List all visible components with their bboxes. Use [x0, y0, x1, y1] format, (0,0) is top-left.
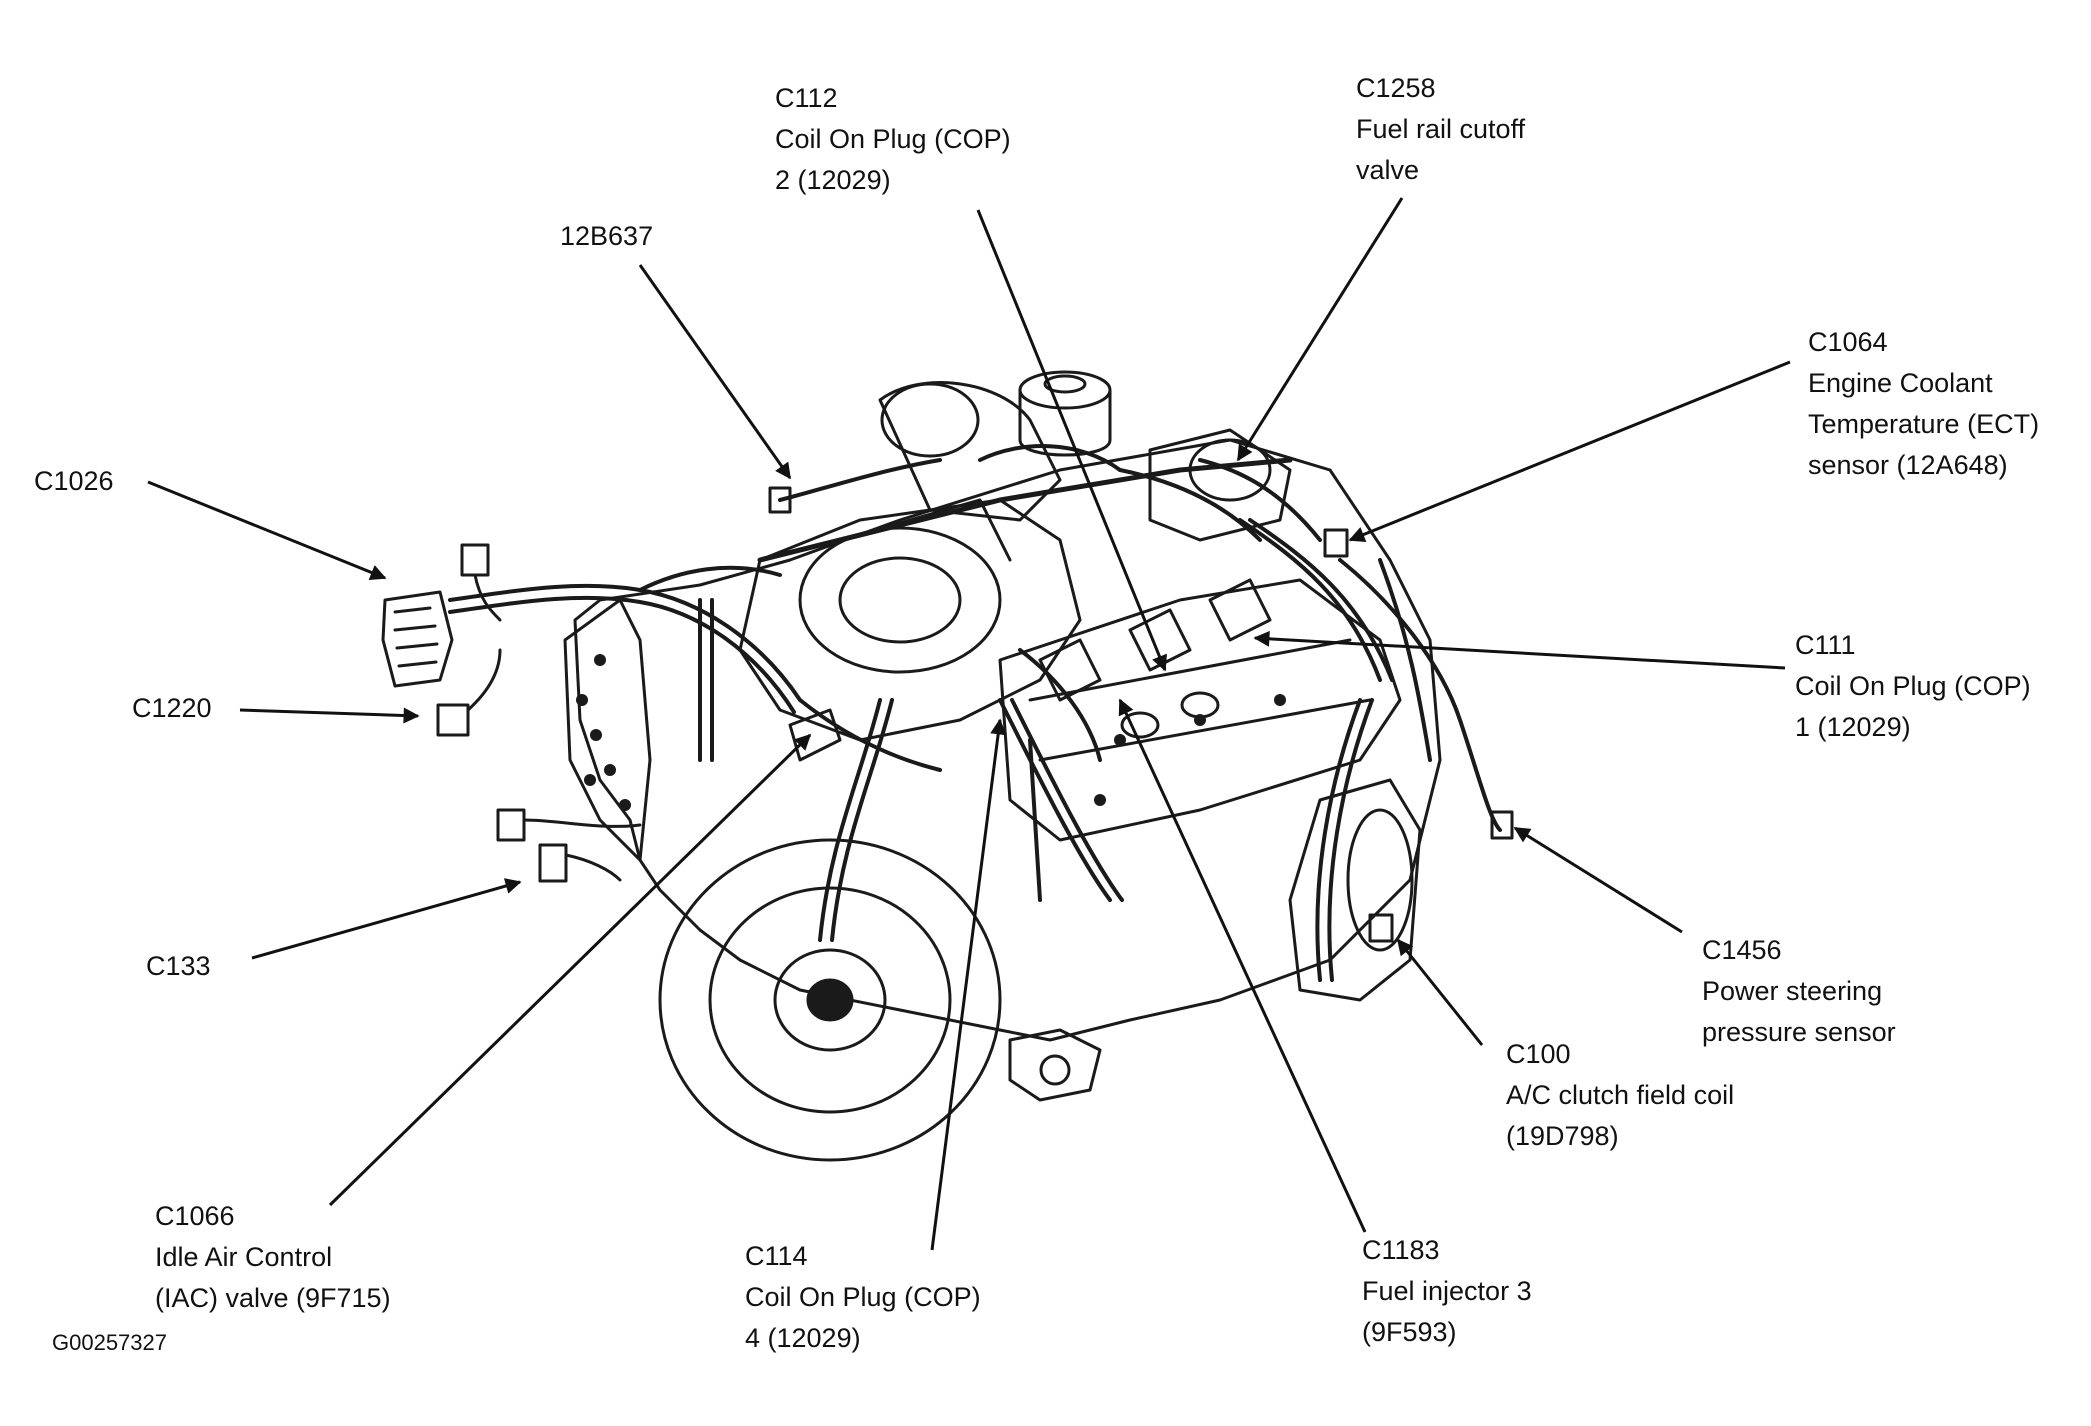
leader-c1066	[328, 733, 812, 1207]
callout-c1258-line2: Fuel rail cutoff	[1356, 114, 1526, 144]
callout-c112-line2: Coil On Plug (COP)	[775, 124, 1011, 154]
leader-c1456	[1513, 826, 1683, 934]
callout-c133: C133	[146, 946, 211, 987]
callout-c133-line1: C133	[146, 951, 211, 981]
leader-c1064	[1348, 360, 1791, 543]
valve-cover-bolts	[1094, 694, 1286, 806]
callout-c1258-line3: valve	[1356, 155, 1420, 185]
callout-c1026: C1026	[34, 461, 114, 502]
callout-c111-line1: C111	[1795, 630, 1856, 660]
callout-c1064: C1064 Engine Coolant Temperature (ECT) s…	[1808, 322, 2039, 486]
callout-c1066-line3: (IAC) valve (9F715)	[155, 1283, 391, 1313]
callout-c1456-line1: C1456	[1702, 935, 1782, 965]
callout-c1026-line1: C1026	[34, 466, 114, 496]
callout-c1183-line2: Fuel injector 3	[1362, 1276, 1532, 1306]
harness-connectors	[381, 486, 1514, 943]
ac-compressor	[1288, 778, 1422, 1002]
callout-c1220-line1: C1220	[132, 693, 212, 723]
leader-lines	[147, 197, 1791, 1251]
callout-c1220: C1220	[132, 688, 212, 729]
valve-cover-right	[998, 578, 1402, 842]
callout-c112: C112 Coil On Plug (COP) 2 (12029)	[775, 78, 1011, 201]
leader-c112	[976, 209, 1167, 672]
pcv-cylinder	[1018, 388, 1112, 457]
callout-12b637-line1: 12B637	[560, 221, 654, 251]
leader-c1258	[1236, 197, 1404, 462]
callout-c1064-line2: Engine Coolant	[1808, 368, 1993, 398]
coil-packs	[1038, 578, 1272, 739]
callout-c114-line2: Coil On Plug (COP)	[745, 1282, 981, 1312]
air-intake-tube	[878, 381, 1062, 522]
leader-c1026	[147, 480, 387, 581]
callout-c1064-line1: C1064	[1808, 327, 1888, 357]
callout-c1258-line1: C1258	[1356, 73, 1436, 103]
callout-c1183-line1: C1183	[1362, 1235, 1440, 1265]
leader-c133	[251, 878, 522, 960]
callout-c1456-line2: Power steering	[1702, 976, 1883, 1006]
wiring-harness	[448, 444, 1502, 982]
callout-c114: C114 Coil On Plug (COP) 4 (12029)	[745, 1236, 981, 1359]
timing-cover	[563, 598, 652, 862]
callout-c112-line3: 2 (12029)	[775, 165, 891, 195]
callout-c111-line2: Coil On Plug (COP)	[1795, 671, 2031, 701]
callout-c1064-line4: sensor (12A648)	[1808, 450, 2008, 480]
engine-block	[573, 438, 1442, 1042]
leader-c1220	[239, 707, 420, 724]
leader-c100	[1396, 938, 1484, 1046]
leader-12b637	[638, 264, 792, 480]
cover-bolts	[576, 654, 631, 811]
callout-c1066-line1: C1066	[155, 1201, 235, 1231]
figure-id: G00257327	[52, 1330, 167, 1355]
callout-c100-line2: A/C clutch field coil	[1506, 1080, 1735, 1110]
callout-12b637: 12B637	[560, 216, 653, 257]
callout-c100: C100 A/C clutch field coil (19D798)	[1506, 1034, 1734, 1157]
callout-c100-line3: (19D798)	[1506, 1121, 1619, 1151]
callout-c111: C111 Coil On Plug (COP) 1 (12029)	[1795, 625, 2031, 748]
crank-pulley	[658, 838, 1002, 1162]
callout-c1456-line3: pressure sensor	[1702, 1017, 1896, 1047]
leader-c114	[930, 718, 1007, 1251]
lower-mount	[1008, 1028, 1102, 1102]
callout-c1183-line3: (9F593)	[1362, 1317, 1457, 1347]
callout-c111-line3: 1 (12029)	[1795, 712, 1911, 742]
callout-c1064-line3: Temperature (ECT)	[1808, 409, 2040, 439]
fuel-rail	[757, 457, 1293, 563]
callout-c1066: C1066 Idle Air Control (IAC) valve (9F71…	[155, 1196, 391, 1319]
callout-c1066-line2: Idle Air Control	[155, 1242, 333, 1272]
callout-c112-line1: C112	[775, 83, 838, 113]
callout-c1183: C1183 Fuel injector 3 (9F593)	[1362, 1230, 1532, 1353]
callout-c1258: C1258 Fuel rail cutoff valve	[1356, 68, 1525, 191]
leader-c1183	[1118, 698, 1367, 1233]
callout-c114-line3: 4 (12029)	[745, 1323, 861, 1353]
engine-illustration	[381, 370, 1514, 1162]
leader-c111	[1253, 630, 1786, 670]
callout-c100-line1: C100	[1506, 1039, 1571, 1069]
callout-c1456: C1456 Power steering pressure sensor	[1702, 930, 1896, 1053]
callout-c114-line1: C114	[745, 1241, 808, 1271]
